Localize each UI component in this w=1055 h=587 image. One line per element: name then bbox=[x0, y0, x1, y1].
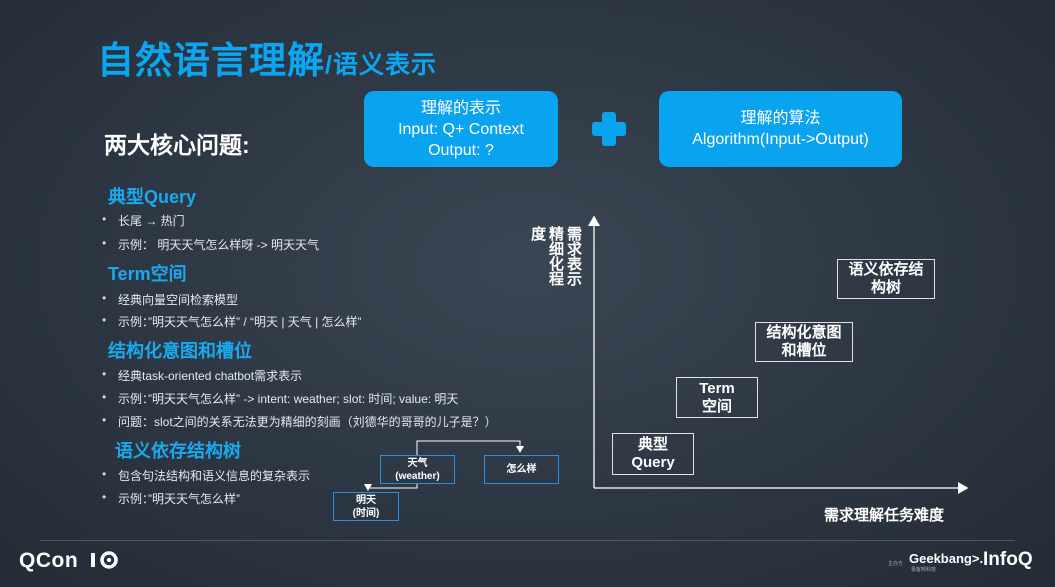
chart-box-label: 构树 bbox=[870, 279, 901, 296]
two-core-questions-label: 两大核心问题: bbox=[104, 132, 250, 158]
chart-box-label: 语义依存结 bbox=[848, 261, 924, 278]
slide-title-main: 自然语言理解 bbox=[97, 40, 325, 81]
chart-box-typical-query: 典型 Query bbox=[612, 433, 694, 475]
section-heading-term-space: Term空间 bbox=[108, 264, 187, 284]
representation-box-title: 理解的表示 bbox=[420, 99, 501, 117]
chart-box-label: 和槽位 bbox=[781, 342, 827, 359]
tree-node-weather: 天气 (weather) bbox=[380, 455, 455, 484]
footer-divider bbox=[40, 540, 1015, 541]
bullet-item: 示例： 明天天气怎么样呀 -> 明天天气 bbox=[102, 236, 319, 253]
chart-box-label: Query bbox=[631, 454, 675, 471]
section-heading-dependency-tree: 语义依存结构树 bbox=[115, 441, 241, 461]
bullet-item: 问题：slot之间的关系无法更为精细的刻画（刘德华的哥哥的儿子是？） bbox=[102, 413, 497, 430]
geekbang-subtitle: 极客邦科技 bbox=[911, 567, 937, 573]
bullet-item: 示例：”明天天气怎么样” bbox=[102, 490, 240, 507]
slide-title-sub: /语义表示 bbox=[325, 51, 437, 79]
bullet-item: 包含句法结构和语义信息的复杂表示 bbox=[102, 467, 310, 484]
qcon-logo-text: QCon bbox=[19, 549, 79, 572]
algorithm-box-title: 理解的算法 bbox=[740, 110, 821, 127]
tree-node-tomorrow: 明天 (时间) bbox=[333, 492, 399, 521]
tree-arrow-how bbox=[416, 440, 524, 455]
tree-node-label: 天气 bbox=[407, 457, 428, 469]
representation-box: 理解的表示 Input: Q+ Context Output: ? bbox=[364, 91, 558, 167]
tree-node-label: (时间) bbox=[352, 507, 380, 519]
chart-box-label: 空间 bbox=[701, 397, 732, 415]
chart-box-label: 结构化意图 bbox=[766, 324, 842, 341]
bullet-item: 经典向量空间检索模型 bbox=[102, 291, 238, 308]
chart-box-label: 典型 bbox=[637, 436, 668, 453]
section-heading-intent-slot: 结构化意图和槽位 bbox=[108, 341, 252, 361]
tree-node-label: (weather) bbox=[395, 470, 440, 482]
bullet-item: 示例：”明天天气怎么样” -> intent: weather; slot: 时… bbox=[102, 390, 458, 407]
qcon-10-logo-icon bbox=[90, 551, 118, 569]
organizer-label: 主办方 bbox=[888, 561, 904, 567]
chart-y-axis-label: 需求表示精细化程度 bbox=[529, 226, 582, 286]
chart-box-label: Term bbox=[699, 379, 735, 397]
bullet-item: 示例：”明天天气怎么样” / “明天 | 天气 | 怎么样” bbox=[102, 313, 362, 330]
qcon-logo: QCon bbox=[19, 549, 123, 573]
chart-box-intent-slot: 结构化意图 和槽位 bbox=[755, 322, 853, 362]
bullet-item: 长尾 → 热门 bbox=[102, 212, 185, 229]
algorithm-box: 理解的算法 Algorithm(Input->Output) bbox=[659, 91, 902, 167]
tree-arrow-tomorrow bbox=[364, 484, 418, 491]
algorithm-box-formula: Algorithm(Input->Output) bbox=[692, 131, 869, 148]
section-heading-typical-query: 典型Query bbox=[108, 187, 197, 207]
tree-node-label: 明天 bbox=[356, 494, 376, 506]
slide-title: 自然语言理解/语义表示 bbox=[97, 30, 437, 84]
tree-node-how: 怎么样 bbox=[484, 455, 559, 484]
chart-x-axis-label: 需求理解任务难度 bbox=[824, 507, 945, 524]
bullet-item: 经典task-oriented chatbot需求表示 bbox=[102, 367, 302, 384]
geekbang-logo: Geekbang>. bbox=[909, 551, 984, 566]
chart-box-dependency-tree: 语义依存结 构树 bbox=[837, 259, 935, 299]
chart-box-term-space: Term 空间 bbox=[676, 377, 758, 418]
tree-node-label: 怎么样 bbox=[506, 464, 537, 475]
infoq-logo: InfoQ bbox=[983, 549, 1033, 570]
representation-box-output: Output: ? bbox=[428, 141, 494, 159]
plus-icon-vertical bbox=[602, 112, 616, 146]
representation-box-input: Input: Q+ Context bbox=[398, 120, 524, 138]
